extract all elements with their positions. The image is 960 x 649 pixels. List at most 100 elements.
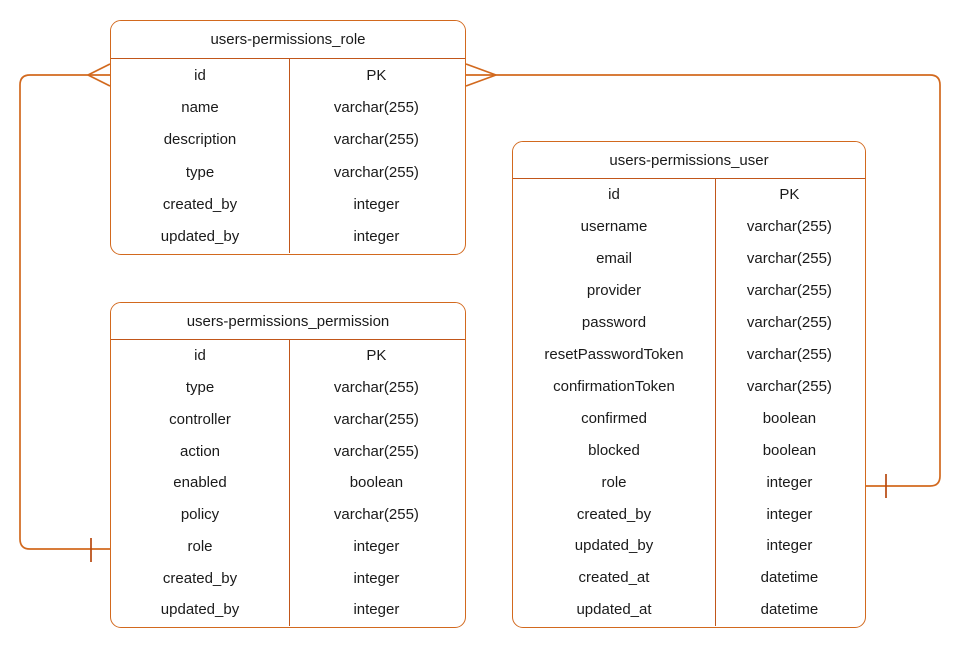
attribute-row[interactable]: role integer [513,466,865,498]
attribute-name: updated_by [160,601,240,619]
relationship-permission-role[interactable] [19,63,111,562]
attribute-type: PK [366,347,387,365]
attribute-type: datetime [760,601,819,619]
entity-title-permission: users-permissions_permission [111,303,465,340]
attribute-row[interactable]: password varchar(255) [513,307,865,339]
attribute-row[interactable]: created_at datetime [513,562,865,594]
attribute-row[interactable]: controller varchar(255) [111,404,465,436]
attribute-row[interactable]: role integer [111,531,465,563]
attribute-name: resetPasswordToken [544,345,684,363]
attribute-type: integer [766,505,813,523]
attribute-name: created_at [578,569,650,587]
attribute-type: integer [766,537,813,555]
attribute-type: varchar(255) [333,506,419,524]
attribute-name: updated_at [576,601,652,619]
attribute-type: varchar(255) [333,98,419,116]
attribute-type: varchar(255) [746,377,832,395]
attribute-row[interactable]: enabled boolean [111,467,465,499]
attribute-type: varchar(255) [746,282,832,300]
crowsfoot-many-marker [465,63,497,87]
attribute-type: integer [353,537,400,555]
attribute-type: boolean [762,409,817,427]
attribute-row[interactable]: blocked boolean [513,434,865,466]
attribute-name: enabled [173,474,227,492]
entity-title-role: users-permissions_role [111,21,465,59]
attribute-name: description [163,131,237,149]
attribute-name: type [185,163,215,181]
crowsfoot-many-marker [87,63,111,87]
attribute-row[interactable]: type varchar(255) [111,156,465,188]
attribute-name: email [596,250,632,268]
attribute-name: type [185,379,215,397]
attribute-type: PK [779,186,800,204]
attribute-type: varchar(255) [746,218,832,236]
attribute-name: role [601,473,627,491]
attribute-row[interactable]: policy varchar(255) [111,499,465,531]
entity-attributes-user: id PK username varchar(255) email varchar(255… [513,179,865,626]
attribute-row[interactable]: confirmationToken varchar(255) [513,370,865,402]
attribute-name: updated_by [160,228,240,246]
attribute-name: action [179,442,221,460]
attribute-type: integer [353,601,400,619]
attribute-type: integer [353,569,400,587]
attribute-row[interactable]: description varchar(255) [111,124,465,156]
attribute-name: username [580,218,648,236]
attribute-name: provider [586,282,642,300]
attribute-type: varchar(255) [333,131,419,149]
attribute-type: varchar(255) [333,410,419,428]
attribute-name: created_by [162,195,238,213]
entity-title-user: users-permissions_user [513,142,865,179]
attribute-row[interactable]: action varchar(255) [111,435,465,467]
attribute-type: varchar(255) [333,379,419,397]
attribute-name: password [581,314,647,332]
attribute-name: policy [180,506,220,524]
attribute-row[interactable]: name varchar(255) [111,91,465,123]
attribute-row[interactable]: provider varchar(255) [513,275,865,307]
attribute-name: blocked [588,441,640,459]
entity-attributes-permission: id PK type varchar(255) controller varchar(25… [111,340,465,626]
attribute-row[interactable]: id PK [111,59,465,91]
attribute-name: updated_by [574,537,654,555]
attribute-row[interactable]: email varchar(255) [513,243,865,275]
attribute-row[interactable]: id PK [513,179,865,211]
attribute-type: boolean [762,441,817,459]
attribute-type: varchar(255) [746,314,832,332]
attribute-name: role [187,537,213,555]
attribute-name: confirmationToken [553,377,675,395]
relationship-line [19,74,110,550]
attribute-type: datetime [760,569,819,587]
attribute-type: varchar(255) [746,250,832,268]
attribute-name: id [608,186,620,204]
attribute-type: varchar(255) [333,163,419,181]
attribute-type: integer [353,228,400,246]
attribute-type: PK [366,66,387,84]
attribute-row[interactable]: updated_by integer [513,530,865,562]
entity-attributes-role: id PK name varchar(255) description varchar(2… [111,59,465,253]
attribute-row[interactable]: confirmed boolean [513,402,865,434]
attribute-type: boolean [349,474,404,492]
attribute-name: confirmed [581,409,647,427]
attribute-name: created_by [162,569,238,587]
attribute-row[interactable]: created_by integer [513,498,865,530]
attribute-row[interactable]: updated_by integer [111,594,465,626]
attribute-name: name [181,98,219,116]
attribute-name: controller [169,410,231,428]
attribute-row[interactable]: type varchar(255) [111,372,465,404]
attribute-row[interactable]: updated_at datetime [513,594,865,626]
attribute-name: id [194,66,206,84]
attribute-type: varchar(255) [333,442,419,460]
attribute-name: created_by [576,505,652,523]
attribute-row[interactable]: created_by integer [111,562,465,594]
attribute-row[interactable]: updated_by integer [111,220,465,252]
attribute-type: integer [766,473,813,491]
attribute-name: id [194,347,206,365]
attribute-row[interactable]: id PK [111,340,465,372]
attribute-row[interactable]: username varchar(255) [513,211,865,243]
attribute-type: integer [353,195,400,213]
attribute-row[interactable]: created_by integer [111,188,465,220]
